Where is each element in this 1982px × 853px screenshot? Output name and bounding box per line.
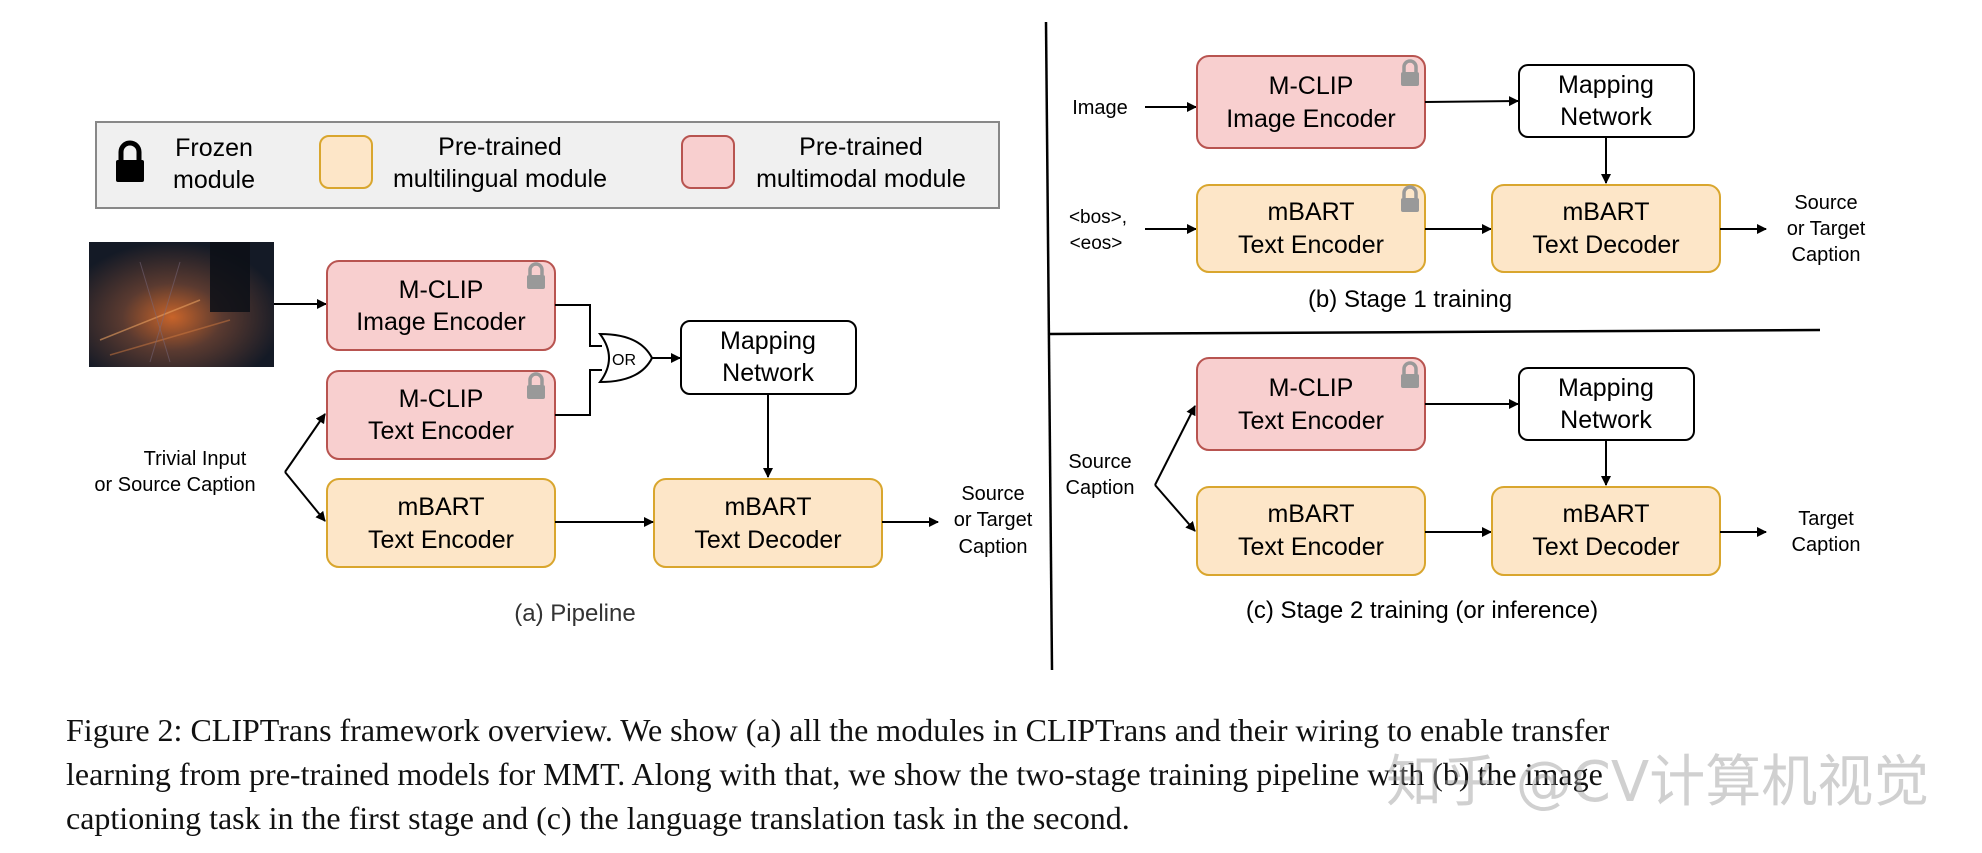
box-line1: mBART	[397, 493, 484, 521]
caption-line-3: captioning task in the first stage and (…	[66, 800, 1130, 836]
panel-a-input-label-line1: Trivial Input	[144, 448, 247, 470]
panel-b-output-label-line3: Caption	[1792, 244, 1861, 266]
panel-a-mbart-text-encoder: mBART Text Encoder	[326, 478, 556, 568]
panel-a-input-label-line2: or Source Caption	[94, 474, 255, 496]
or-gate-label: OR	[612, 352, 636, 369]
box-line1: Mapping	[1558, 374, 1654, 402]
figure-caption: Figure 2: CLIPTrans framework overview. …	[66, 708, 1916, 840]
panel-c-mbart-text-decoder: mBART Text Decoder	[1491, 486, 1721, 576]
input-photo	[89, 242, 274, 367]
box-line1: M-CLIP	[1269, 374, 1354, 402]
panel-b-mbart-text-decoder: mBART Text Decoder	[1491, 184, 1721, 273]
panel-c-output-label-line1: Target	[1798, 508, 1854, 530]
box-line1: mBART	[724, 493, 811, 521]
legend-frozen-line2: module	[173, 166, 255, 194]
box-line1: Mapping	[1558, 71, 1654, 99]
legend: Frozen module Pre-trained multilingual m…	[95, 121, 1000, 209]
box-line2: Text Encoder	[368, 526, 514, 554]
legend-multimodal-line2: multimodal module	[756, 165, 966, 193]
panel-c-mapping-network: Mapping Network	[1518, 367, 1695, 441]
legend-multimodal-swatch	[681, 135, 735, 189]
panel-c-title: (c) Stage 2 training (or inference)	[1246, 597, 1598, 624]
box-line2: Network	[722, 359, 814, 387]
panel-b-output-label-line1: Source	[1794, 192, 1857, 214]
panel-a-mapping-network: Mapping Network	[680, 320, 857, 395]
panel-a-output-label-line2: or Target	[954, 509, 1033, 531]
box-line1: M-CLIP	[1269, 72, 1354, 100]
or-gate: OR	[598, 332, 654, 384]
box-line2: Text Decoder	[694, 526, 841, 554]
box-line1: mBART	[1562, 198, 1649, 226]
box-line2: Network	[1560, 406, 1652, 434]
panel-b-token-label-line1: <bos>,	[1069, 207, 1127, 228]
panel-c-mclip-text-encoder: M-CLIP Text Encoder	[1196, 357, 1426, 451]
panel-b-mapping-network: Mapping Network	[1518, 64, 1695, 138]
legend-frozen-line1: Frozen	[175, 134, 253, 162]
panel-b-token-label-line2: <eos>	[1070, 233, 1123, 254]
panel-c-input-label-line1: Source	[1068, 451, 1131, 473]
box-line2: Text Encoder	[1238, 231, 1384, 259]
panel-c-mbart-text-encoder: mBART Text Encoder	[1196, 486, 1426, 576]
panel-a-pipeline: M-CLIP Image Encoder M-CLIP Text Encoder…	[89, 242, 1033, 627]
box-line1: mBART	[1562, 500, 1649, 528]
caption-line-2: learning from pre-trained models for MMT…	[66, 756, 1603, 792]
legend-multilingual-swatch	[319, 135, 373, 189]
box-line2: Image Encoder	[1226, 105, 1396, 133]
panel-a-output-label-line1: Source	[961, 483, 1024, 505]
box-line1: Mapping	[720, 327, 816, 355]
panel-b-output-label-line2: or Target	[1787, 218, 1866, 240]
legend-multilingual-line1: Pre-trained	[438, 133, 562, 161]
legend-multimodal-line1: Pre-trained	[799, 133, 923, 161]
panel-a-output-label-line3: Caption	[959, 536, 1028, 558]
legend-multilingual-line2: multilingual module	[393, 165, 607, 193]
horizontal-divider	[1048, 328, 1821, 336]
box-line2: Text Encoder	[1238, 533, 1384, 561]
panel-a-mclip-image-encoder: M-CLIP Image Encoder	[326, 260, 556, 351]
panel-c-stage2: M-CLIP Text Encoder Mapping Network Sour…	[1066, 357, 1861, 624]
figure-diagram: Frozen module Pre-trained multilingual m…	[89, 21, 1866, 671]
panel-b-mclip-image-encoder: M-CLIP Image Encoder	[1196, 55, 1426, 149]
box-line1: M-CLIP	[399, 385, 484, 413]
box-line2: Text Encoder	[1238, 407, 1384, 435]
panel-a-mclip-text-encoder: M-CLIP Text Encoder	[326, 370, 556, 460]
box-line2: Text Encoder	[368, 417, 514, 445]
panel-b-mbart-text-encoder: mBART Text Encoder	[1196, 184, 1426, 273]
vertical-divider	[1044, 21, 1054, 671]
frozen-lock-icon	[116, 140, 144, 182]
box-line1: mBART	[1267, 198, 1354, 226]
panel-b-stage1: Image M-CLIP Image Encoder Mapping Netwo…	[1069, 55, 1866, 313]
panel-b-title: (b) Stage 1 training	[1308, 286, 1512, 313]
panel-c-input-label-line2: Caption	[1066, 477, 1135, 499]
box-line2: Text Decoder	[1532, 231, 1679, 259]
box-line1: M-CLIP	[399, 276, 484, 304]
box-line2: Text Decoder	[1532, 533, 1679, 561]
panel-a-mbart-text-decoder: mBART Text Decoder	[653, 478, 883, 568]
box-line2: Network	[1560, 103, 1652, 131]
box-line2: Image Encoder	[356, 308, 526, 336]
box-line1: mBART	[1267, 500, 1354, 528]
panel-b-image-label: Image	[1072, 97, 1128, 119]
panel-c-output-label-line2: Caption	[1792, 534, 1861, 556]
caption-line-1: Figure 2: CLIPTrans framework overview. …	[66, 712, 1610, 748]
panel-a-title: (a) Pipeline	[514, 600, 635, 627]
